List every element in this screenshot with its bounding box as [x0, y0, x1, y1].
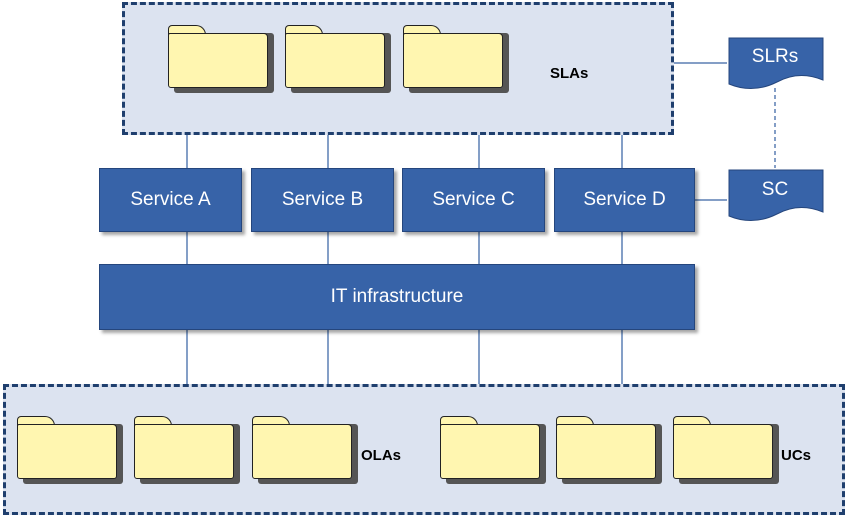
- ola-folder-icon: [17, 416, 123, 484]
- slrs-label: SLRs: [751, 46, 799, 67]
- uc-folder-icon: [673, 416, 779, 484]
- sla-folder-icon: [168, 25, 274, 93]
- olas-ucs-group: OLAs UCs: [3, 384, 845, 515]
- sc-document-icon: [728, 169, 824, 221]
- service-b-box: Service B: [251, 168, 394, 232]
- uc-folder-icon: [440, 416, 546, 484]
- slrs-document-icon: [728, 37, 824, 89]
- service-a-box: Service A: [99, 168, 242, 232]
- slas-group: SLAs: [122, 2, 674, 135]
- sla-folder-icon: [285, 25, 391, 93]
- olas-label: OLAs: [361, 447, 402, 464]
- sc-label: SC: [761, 179, 789, 200]
- service-c-box: Service C: [402, 168, 545, 232]
- uc-folder-icon: [556, 416, 662, 484]
- ola-folder-icon: [252, 416, 358, 484]
- sla-folder-icon: [403, 25, 509, 93]
- ucs-label: UCs: [781, 447, 812, 464]
- it-infrastructure-box: IT infrastructure: [99, 264, 695, 330]
- service-d-box: Service D: [554, 168, 695, 232]
- slas-label: SLAs: [550, 65, 589, 82]
- ola-folder-icon: [134, 416, 240, 484]
